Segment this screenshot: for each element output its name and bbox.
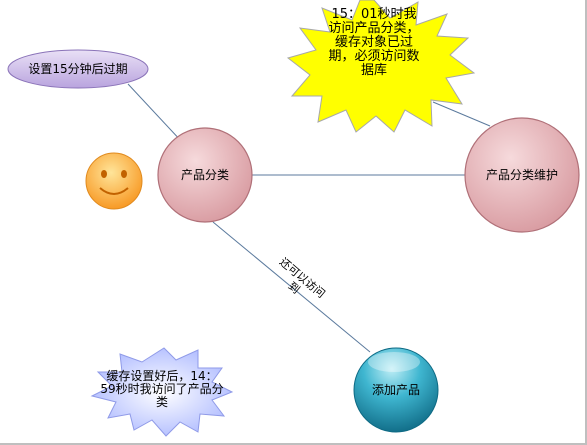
node-product-category-label: 产品分类 <box>180 167 229 182</box>
cache-set-ellipse <box>7 49 149 89</box>
edge-burst-to-maintenance <box>432 101 491 127</box>
node-add-product <box>353 347 439 433</box>
cache-set-label: 设置15分钟后过期 <box>28 61 128 76</box>
expired-burst <box>286 0 476 133</box>
node-category-maintenance-label: 产品分类维护 <box>485 167 558 182</box>
node-product-category <box>157 127 253 223</box>
edge-ellipse-to-category <box>127 83 184 144</box>
edge-category-to-add-product <box>212 221 371 353</box>
cache-ok-note: 缓存设置好后，14：59秒时我访问了产品分类 <box>100 369 224 409</box>
smiley-face-icon <box>85 152 143 210</box>
cache-ok-burst <box>90 347 234 437</box>
node-category-maintenance <box>464 117 580 233</box>
expired-note: 15：01秒时我访问产品分类，缓存对象已过期，必须访问数据库 <box>328 7 420 78</box>
node-add-product-label: 添加产品 <box>371 382 420 397</box>
